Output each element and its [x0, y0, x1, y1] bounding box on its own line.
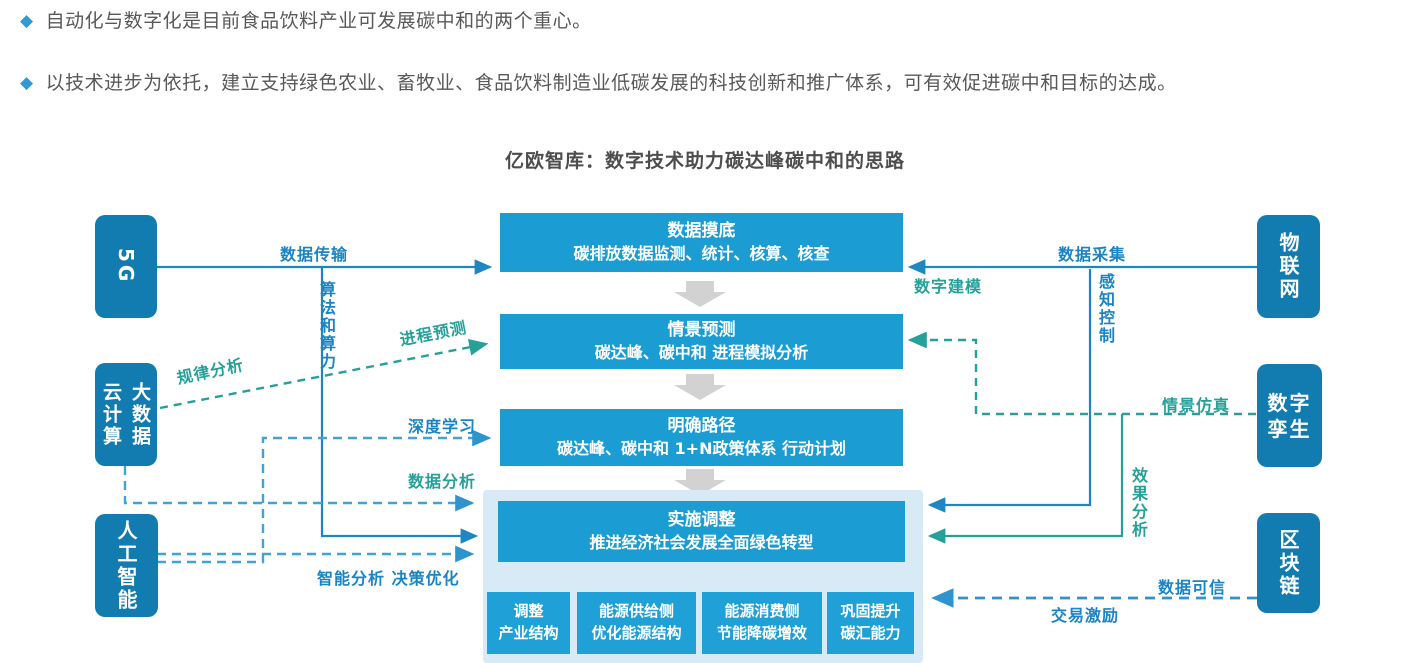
- node-cloud-label: 云计算: [100, 381, 122, 448]
- measure-energy-consumption: 能源消费侧 节能降碳增效: [702, 592, 822, 654]
- edge-label-data-transfer: 数据传输: [280, 245, 349, 264]
- measure-carbon-sink: 巩固提升 碳汇能力: [827, 592, 914, 654]
- step-scenario-forecast: 情景预测 碳达峰、碳中和 进程模拟分析: [500, 314, 903, 369]
- edge-label-digital-modeling: 数字建模: [914, 277, 983, 296]
- edge-label-effect-analysis: 效果分析: [1129, 467, 1148, 539]
- step-title: 明确路径: [667, 416, 736, 437]
- node-iot-label: 物联网: [1276, 232, 1300, 301]
- measure-line1: 巩固提升: [840, 602, 901, 621]
- step-subtitle: 碳达峰、碳中和 1+N政策体系 行动计划: [556, 439, 847, 459]
- measure-line1: 调整: [513, 602, 544, 621]
- edge-label-scenario-simulation: 情景仿真: [1162, 396, 1231, 415]
- down-arrow-icon: [674, 281, 726, 307]
- node-iot: 物联网: [1257, 215, 1320, 318]
- bullet-line-2: ◆ 以技术进步为依托，建立支持绿色农业、畜牧业、食品饮料制造业低碳发展的科技创新…: [20, 70, 1177, 96]
- step-title: 数据摸底: [667, 221, 736, 242]
- diamond-bullet-icon: ◆: [20, 11, 34, 31]
- step-subtitle: 推进经济社会发展全面绿色转型: [589, 533, 814, 553]
- measure-line2: 碳汇能力: [840, 624, 901, 642]
- edge-label-algorithm-power: 算法和算力: [317, 281, 336, 371]
- measure-line1: 能源供给侧: [598, 602, 674, 621]
- node-digital-twin: 数字 孪生: [1257, 364, 1322, 467]
- bullet-line-1: ◆ 自动化与数字化是目前食品饮料产业可发展碳中和的两个重心。: [20, 8, 592, 34]
- node-digital-twin-line2: 孪生: [1267, 416, 1312, 441]
- measure-line2: 优化能源结构: [591, 624, 682, 642]
- step-title: 实施调整: [667, 510, 736, 531]
- node-blockchain: 区块链: [1257, 513, 1320, 613]
- diamond-bullet-icon: ◆: [20, 73, 34, 93]
- edge-label-trade-incentive: 交易激励: [1051, 606, 1120, 625]
- edge-label-smart-decision: 智能分析 决策优化: [317, 569, 460, 588]
- edge-label-data-collection: 数据采集: [1058, 245, 1127, 264]
- step-title: 情景预测: [667, 320, 736, 341]
- node-ai-label: 人工智能: [114, 519, 138, 612]
- step-implement-adjust: 实施调整 推进经济社会发展全面绿色转型: [498, 501, 905, 562]
- node-blockchain-label: 区块链: [1276, 528, 1300, 598]
- step-subtitle: 碳达峰、碳中和 进程模拟分析: [594, 343, 809, 363]
- node-digital-twin-line1: 数字: [1267, 390, 1312, 415]
- node-5g-label: 5G: [114, 248, 138, 285]
- edge-label-process-forecast: 进程预测: [398, 317, 469, 350]
- measure-line2: 产业结构: [498, 624, 559, 642]
- down-arrow-icon: [674, 374, 726, 400]
- edge-label-sense-control: 感知控制: [1096, 273, 1115, 345]
- node-5g: 5G: [95, 215, 157, 318]
- diagram-title: 亿欧智库：数字技术助力碳达峰碳中和的思路: [504, 150, 905, 172]
- measure-industry-structure: 调整 产业结构: [487, 592, 570, 654]
- node-ai: 人工智能: [95, 514, 158, 617]
- edge-label-data-trust: 数据可信: [1158, 578, 1227, 597]
- node-bigdata-cloud: 云计算 大数据: [95, 363, 157, 466]
- edge-label-data-analysis: 数据分析: [408, 472, 477, 491]
- step-subtitle: 碳排放数据监测、统计、核算、核查: [573, 244, 830, 264]
- edge-label-deep-learning: 深度学习: [408, 417, 477, 436]
- edge-label-pattern-analysis: 规律分析: [175, 355, 246, 388]
- step-clear-path: 明确路径 碳达峰、碳中和 1+N政策体系 行动计划: [500, 409, 903, 466]
- bullet-text: 以技术进步为依托，建立支持绿色农业、畜牧业、食品饮料制造业低碳发展的科技创新和推…: [45, 72, 1177, 94]
- measure-line2: 节能降碳增效: [716, 624, 807, 642]
- measure-line1: 能源消费侧: [724, 602, 800, 621]
- step-data-survey: 数据摸底 碳排放数据监测、统计、核算、核查: [500, 213, 903, 272]
- measure-energy-supply: 能源供给侧 优化能源结构: [577, 592, 696, 654]
- bullet-text: 自动化与数字化是目前食品饮料产业可发展碳中和的两个重心。: [45, 10, 592, 32]
- node-bigdata-label: 大数据: [129, 381, 151, 448]
